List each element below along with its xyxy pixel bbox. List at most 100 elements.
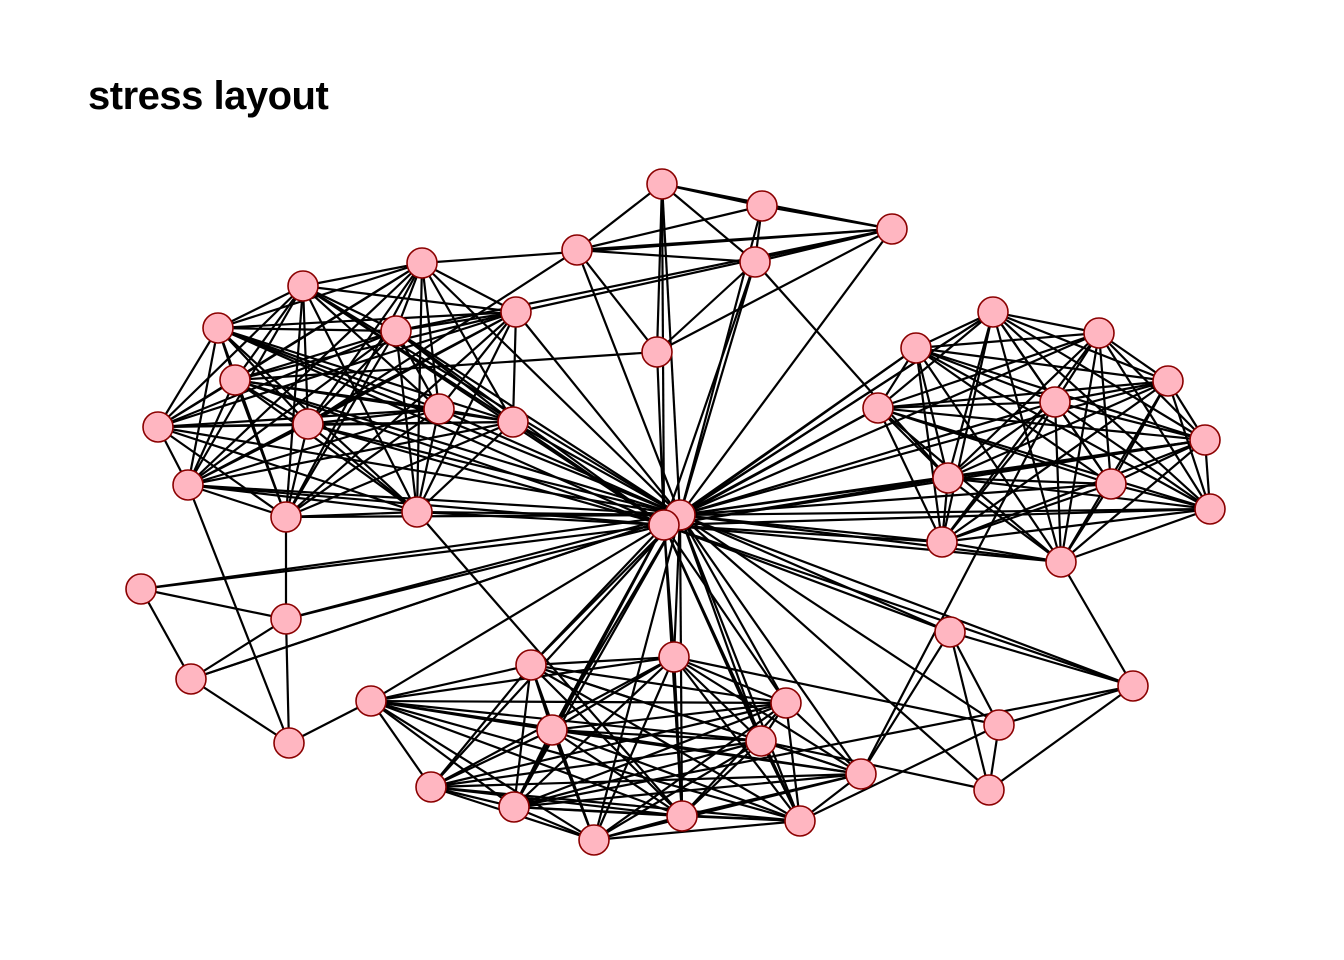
edge-1-2 [761,204,893,231]
edge-7-17 [284,285,305,518]
edge-44-31 [513,514,681,808]
node-35 [175,663,207,695]
edge-14-16 [187,407,440,487]
edge-47-31 [678,514,802,822]
edge-13-14 [307,407,440,426]
edge-13-16 [187,423,309,486]
edge-24-27 [1054,401,1112,485]
edge-34-35 [190,618,287,680]
node-17 [270,501,302,533]
node-26 [932,462,964,494]
node-49 [934,616,966,648]
edge-50-51 [998,684,1134,727]
edge-20-26 [947,332,1100,479]
edge-9-18 [394,330,419,513]
node-44 [498,791,530,823]
edge-13-31 [307,422,681,517]
edge-23-26 [877,407,949,479]
edge-38-39 [673,655,787,705]
edge-0-3 [576,183,663,251]
edge-19-20 [992,310,1100,335]
edge-9-11 [234,329,397,382]
edge-28-29 [941,507,1211,544]
edge-6-12 [157,327,219,428]
edge-2-5 [656,228,893,353]
edge-36-16 [186,484,291,744]
edge-49-48 [860,631,951,775]
edge-23-25 [877,406,1206,442]
node-18 [401,496,433,528]
edge-39-47 [784,702,802,822]
node-45 [578,824,610,856]
edge-49-50 [949,630,1134,688]
edge-30-50 [1060,561,1134,687]
edge-26-27 [947,476,1112,486]
node-48 [845,758,877,790]
edge-42-44 [513,739,762,809]
edge-48-31 [679,514,862,775]
edge-16-18 [187,483,418,514]
edge-14-18 [415,408,441,513]
edge-8-31 [421,262,681,516]
edge-23-28 [877,406,1211,511]
edge-39-31 [679,514,787,704]
edge-25-29 [941,438,1206,544]
edge-5-32 [655,351,666,526]
node-28 [1194,493,1226,525]
edge-6-16 [186,327,220,486]
edge-22-26 [947,379,1169,480]
edge-22-24 [1054,379,1169,404]
node-13 [292,408,324,440]
edge-38-41 [551,656,675,731]
edge-49-31 [679,513,951,634]
edge-19-23 [877,311,994,409]
edge-15-18 [416,421,514,513]
edge-39-44 [513,701,787,809]
node-20 [1083,317,1115,349]
edge-49-51 [949,631,1000,726]
edge-38-31 [672,514,682,658]
edge-27-28 [1110,482,1211,511]
edge-46-47 [681,814,801,823]
node-32 [648,509,680,541]
edge-9-32 [395,330,665,526]
edge-37-43 [430,664,532,788]
edge-9-16 [187,330,397,486]
edge-10-11 [234,310,517,382]
edge-24-31 [679,400,1056,517]
edge-8-17 [285,262,423,518]
edge-50-44 [513,684,1134,809]
node-43 [415,771,447,803]
edge-39-48 [785,702,862,775]
edge-6-7 [217,285,304,329]
node-38 [658,641,690,673]
node-42 [745,725,777,757]
edge-49-52 [948,631,991,791]
edge-41-45 [550,729,596,841]
edge-10-12 [157,310,517,429]
edge-19-22 [992,310,1169,383]
node-37 [515,649,547,681]
edge-44-32 [513,524,665,808]
edge-13-32 [307,422,665,527]
edge-33-31 [140,513,681,591]
edge-19-32 [663,311,994,526]
edge-43-31 [430,514,681,788]
node-50 [1117,670,1149,702]
edge-40-43 [370,700,432,788]
edge-4-26 [754,261,949,479]
edge-0-4 [661,183,756,263]
node-41 [536,714,568,746]
edge-11-15 [234,378,514,424]
edge-1-3 [576,204,763,252]
edge-7-11 [234,285,304,381]
edge-23-30 [877,407,1062,563]
edge-40-42 [370,699,762,743]
node-layer [125,168,1226,856]
edge-42-48 [760,739,862,776]
edge-24-48 [860,401,1056,775]
edge-41-48 [551,728,862,776]
edge-22-31 [679,379,1169,517]
node-4 [739,246,771,278]
node-46 [666,800,698,832]
